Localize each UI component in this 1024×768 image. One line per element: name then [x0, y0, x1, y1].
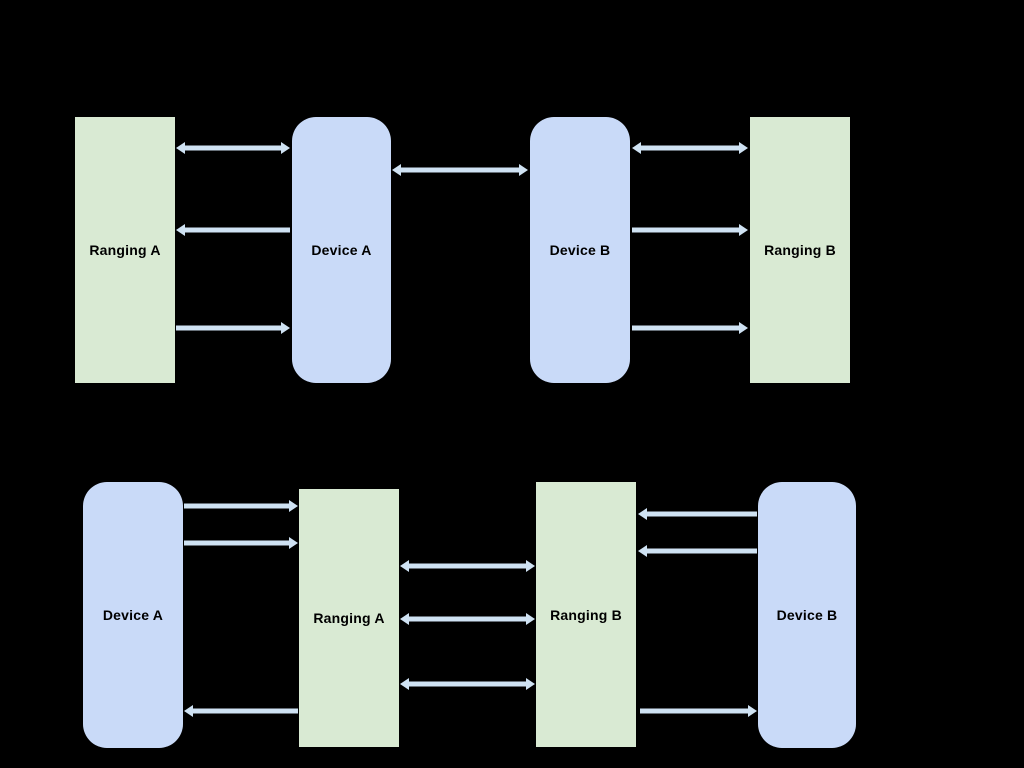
arrow-top-ranging-a/device-a-1: [176, 224, 290, 236]
arrow-shaft: [190, 708, 298, 714]
device-b-bottom-label: Device B: [776, 607, 838, 623]
arrow-shaft: [182, 145, 284, 151]
arrow-top-device-b/ranging-b-4: [632, 142, 748, 154]
device-a-top-label: Device A: [311, 242, 372, 258]
arrow-top-device-a/device-b-3: [392, 164, 528, 176]
arrow-bottom-ranging-b/device-b-6: [638, 508, 757, 520]
arrow-top-ranging-a/device-a-0: [176, 142, 290, 154]
arrow-shaft: [632, 227, 742, 233]
arrowhead-left-icon: [400, 678, 409, 690]
arrow-bottom-ranging-a/ranging-b-4: [400, 613, 535, 625]
arrowhead-left-icon: [632, 142, 641, 154]
arrowhead-right-icon: [281, 322, 290, 334]
arrowhead-right-icon: [526, 613, 535, 625]
ranging-a-bottom-box: Ranging A: [299, 489, 399, 747]
arrowhead-left-icon: [400, 613, 409, 625]
arrowhead-right-icon: [289, 537, 298, 549]
arrow-shaft: [182, 227, 290, 233]
arrowhead-left-icon: [184, 705, 193, 717]
arrowhead-right-icon: [289, 500, 298, 512]
arrow-top-ranging-a/device-a-2: [176, 322, 290, 334]
ranging-a-top-label: Ranging A: [89, 242, 161, 258]
arrowhead-left-icon: [392, 164, 401, 176]
ranging-a-bottom-label: Ranging A: [313, 610, 385, 626]
arrow-bottom-ranging-b/device-b-7: [638, 545, 757, 557]
arrowhead-right-icon: [739, 224, 748, 236]
arrow-shaft: [176, 325, 284, 331]
arrow-shaft: [638, 145, 742, 151]
arrowhead-left-icon: [400, 560, 409, 572]
arrowhead-right-icon: [526, 560, 535, 572]
arrow-shaft: [406, 563, 529, 569]
arrow-bottom-device-a/ranging-a-0: [184, 500, 298, 512]
arrow-shaft: [398, 167, 522, 173]
arrowhead-right-icon: [739, 142, 748, 154]
arrow-shaft: [644, 511, 757, 517]
ranging-b-bottom-box: Ranging B: [536, 482, 636, 747]
arrow-bottom-ranging-b/device-b-8: [640, 705, 757, 717]
arrowhead-left-icon: [176, 224, 185, 236]
device-a-top-box: Device A: [292, 117, 391, 383]
ranging-a-top-box: Ranging A: [75, 117, 175, 383]
arrowhead-left-icon: [638, 508, 647, 520]
arrow-shaft: [644, 548, 757, 554]
arrow-shaft: [184, 503, 292, 509]
device-b-top-label: Device B: [549, 242, 611, 258]
arrow-shaft: [406, 681, 529, 687]
arrowhead-left-icon: [176, 142, 185, 154]
arrow-bottom-ranging-a/ranging-b-5: [400, 678, 535, 690]
arrowhead-left-icon: [638, 545, 647, 557]
arrow-bottom-device-a/ranging-a-1: [184, 537, 298, 549]
device-a-bottom-label: Device A: [102, 607, 164, 623]
arrow-shaft: [184, 540, 292, 546]
arrowhead-right-icon: [519, 164, 528, 176]
arrow-bottom-device-a/ranging-a-2: [184, 705, 298, 717]
device-a-bottom-box: Device A: [83, 482, 183, 748]
arrowhead-right-icon: [739, 322, 748, 334]
ranging-b-top-label: Ranging B: [764, 242, 836, 258]
arrow-shaft: [406, 616, 529, 622]
ranging-b-bottom-label: Ranging B: [550, 606, 622, 623]
arrow-shaft: [632, 325, 742, 331]
arrow-bottom-ranging-a/ranging-b-3: [400, 560, 535, 572]
arrow-top-device-b/ranging-b-6: [632, 322, 748, 334]
arrowhead-right-icon: [526, 678, 535, 690]
arrow-shaft: [640, 708, 751, 714]
arrowhead-right-icon: [748, 705, 757, 717]
arrowhead-right-icon: [281, 142, 290, 154]
arrow-top-device-b/ranging-b-5: [632, 224, 748, 236]
ranging-b-top-box: Ranging B: [750, 117, 850, 383]
device-b-bottom-box: Device B: [758, 482, 856, 748]
device-b-top-box: Device B: [530, 117, 630, 383]
